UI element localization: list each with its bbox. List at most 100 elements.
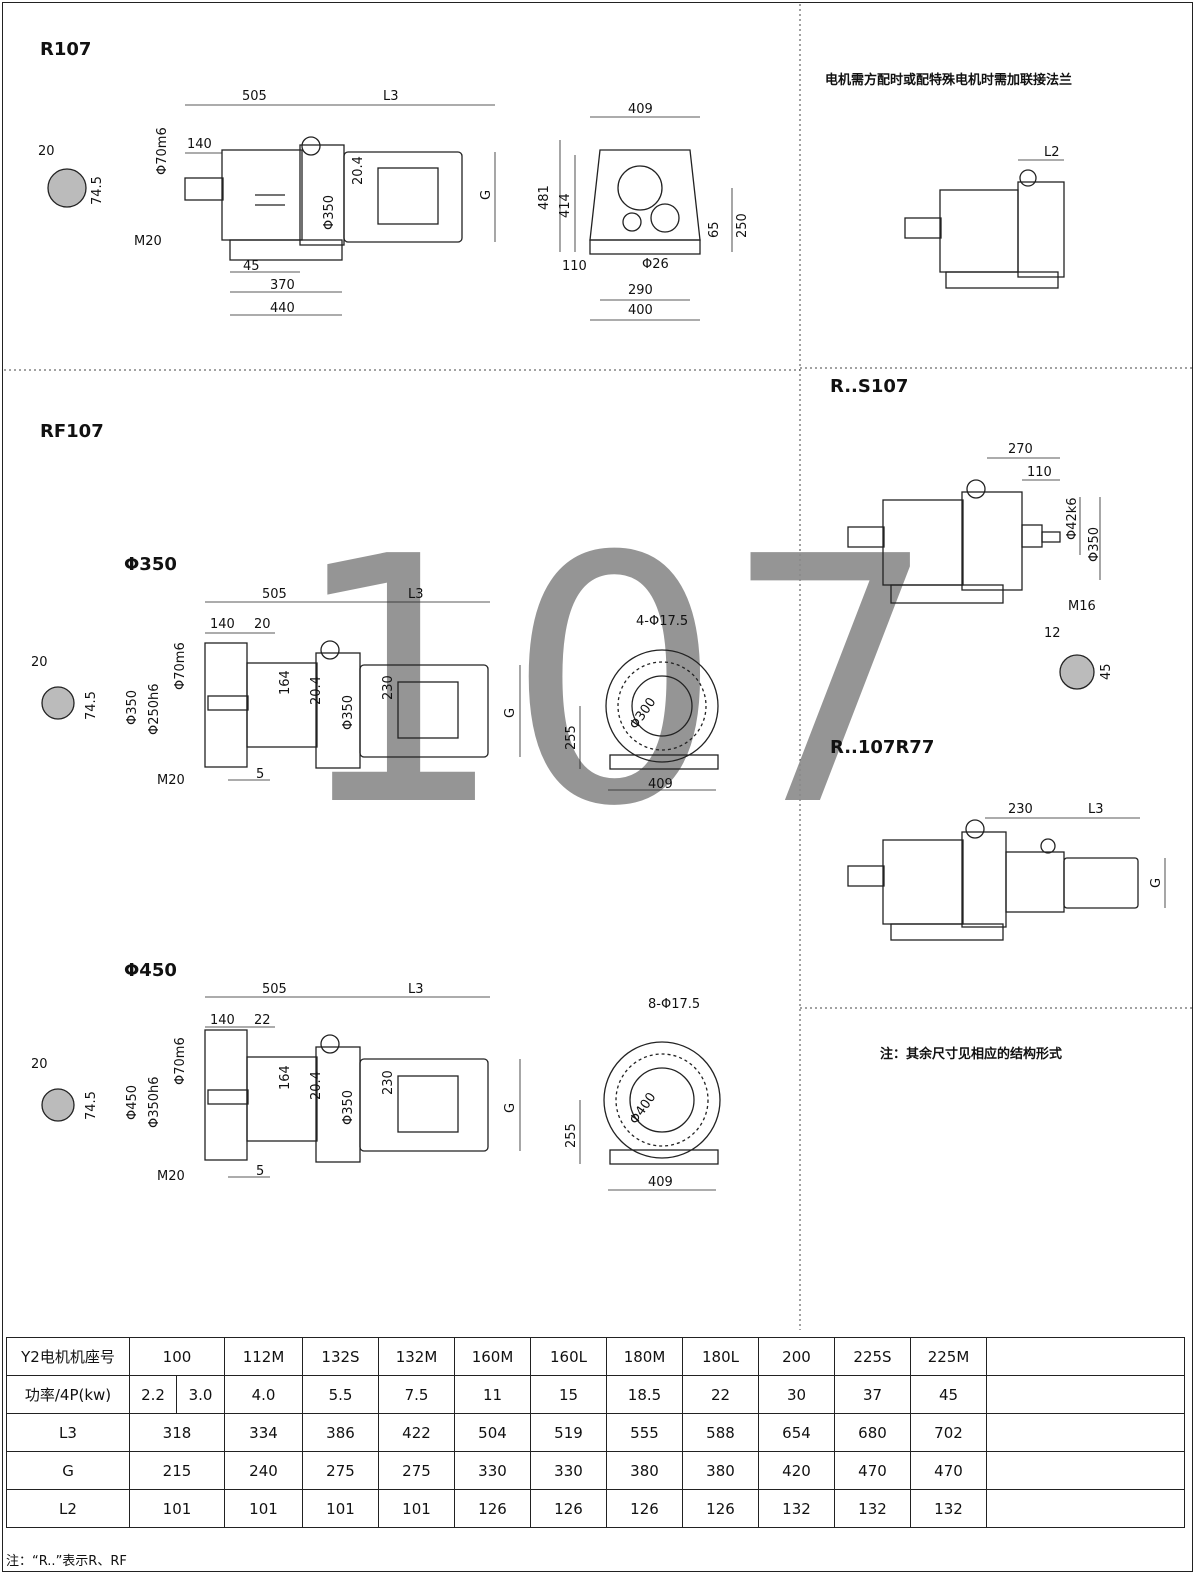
rs107-dim-m16: M16: [1068, 599, 1096, 614]
r107-dim-45: 45: [243, 259, 260, 274]
table-cell: 45: [910, 1375, 987, 1414]
table-row: 功率/4P(kw) 2.2 3.0 4.0 5.5 7.5 11 15 18.5…: [6, 1375, 1185, 1414]
footnote: 注：“R..”表示R、RF: [6, 1554, 127, 1569]
rs107-gear-unit: [847, 479, 1061, 604]
table-cell: 200: [758, 1337, 835, 1376]
flange-note: 电机需方配时或配特殊电机时需加联接法兰: [825, 72, 1072, 88]
rf350-dim-phi350: Φ350: [125, 690, 140, 725]
rf450-dim-phi70m6: Φ70m6: [173, 1037, 188, 1085]
rf350-dim-505: 505: [262, 587, 287, 602]
rf450-dim-255: 255: [564, 1123, 579, 1148]
table-cell: 215: [129, 1451, 225, 1490]
table-cell-empty: [986, 1413, 1185, 1452]
table-cell: 132S: [302, 1337, 379, 1376]
row-label: L2: [6, 1489, 130, 1528]
table-cell: 330: [530, 1451, 607, 1490]
title-rf107: RF107: [40, 421, 104, 442]
table-cell: 5.5: [302, 1375, 379, 1414]
r107r77-dim-lines: [985, 817, 1166, 908]
r107-dim-lines: [185, 104, 496, 316]
table-cell: 126: [530, 1489, 607, 1528]
row-label: 功率/4P(kw): [6, 1375, 130, 1414]
rf450-gear-unit: [204, 1029, 489, 1163]
rf450-shaft-key-section: [41, 1088, 75, 1122]
rs107-dim-phi42k6: Φ42k6: [1065, 497, 1080, 540]
table-cell: 519: [530, 1413, 607, 1452]
r107-dim-phi70m6: Φ70m6: [155, 127, 170, 175]
table-cell: 3.0: [176, 1375, 225, 1414]
table-row: Y2电机机座号 100 112M 132S 132M 160M 160L 180…: [6, 1337, 1185, 1376]
other-dims-note: 注：其余尺寸见相应的结构形式: [880, 1046, 1062, 1062]
table-cell: 380: [682, 1451, 759, 1490]
table-cell: 30: [758, 1375, 835, 1414]
rf450-dim-g: G: [503, 1103, 518, 1113]
table-cell: 11: [454, 1375, 531, 1414]
r107-dim-65: 65: [707, 221, 722, 238]
r107-dim-phi350: Φ350: [322, 195, 337, 230]
table-cell: 240: [224, 1451, 303, 1490]
r107-dim-m20: M20: [134, 234, 162, 249]
rf350-key-20: 20: [31, 655, 48, 670]
rf450-dim-holes: 8-Φ17.5: [648, 997, 700, 1012]
rf450-dim-164: 164: [278, 1065, 293, 1090]
r107r77-gear-unit: [847, 819, 1139, 941]
rs107-dim-phi350: Φ350: [1087, 527, 1102, 562]
rf350-dim-5: 5: [256, 767, 264, 782]
r107-dim-110: 110: [562, 259, 587, 274]
table-cell: 132: [910, 1489, 987, 1528]
rf450-dim-phi350h6: Φ350h6: [147, 1076, 162, 1128]
table-cell: 654: [758, 1413, 835, 1452]
r107-front-view: [589, 149, 701, 255]
table-cell: 318: [129, 1413, 225, 1452]
table-cell: 380: [606, 1451, 683, 1490]
r107-dim-440: 440: [270, 301, 295, 316]
rf450-dim-505: 505: [262, 982, 287, 997]
rf350-flange-face: [605, 649, 719, 770]
row-label: G: [6, 1451, 130, 1490]
rf450-dim-140: 140: [210, 1013, 235, 1028]
table-cell-empty: [986, 1375, 1185, 1414]
r107-dim-370: 370: [270, 278, 295, 293]
title-r107: R107: [40, 39, 91, 60]
r107-key-74-5: 74.5: [90, 176, 105, 205]
rf350-dim-phi350-b: Φ350: [341, 695, 356, 730]
r107-side-view: [184, 136, 463, 261]
table-cell: 132: [834, 1489, 911, 1528]
table-cell: 334: [224, 1413, 303, 1452]
rf450-dim-phi450: Φ450: [125, 1085, 140, 1120]
table-cell: 504: [454, 1413, 531, 1452]
rf450-dim-409: 409: [648, 1175, 673, 1190]
table-cell: 180M: [606, 1337, 683, 1376]
r107-dim-250: 250: [735, 213, 750, 238]
rf450-flange-face: [603, 1041, 721, 1165]
rf450-dim-m20: M20: [157, 1169, 185, 1184]
technical-drawing: 107 R107 RF107 Φ350 Φ450 R..S107 R..107R…: [4, 4, 1192, 1330]
rf350-dim-20: 20: [254, 617, 271, 632]
table-cell: 132M: [378, 1337, 455, 1376]
rf450-dim-20-4: 20.4: [309, 1071, 324, 1100]
table-cell: 588: [682, 1413, 759, 1452]
rf350-dim-164: 164: [278, 670, 293, 695]
rf350-dim-20-4: 20.4: [309, 676, 324, 705]
table-cell: 4.0: [224, 1375, 303, 1414]
table-cell: 555: [606, 1413, 683, 1452]
r107-dim-505: 505: [242, 89, 267, 104]
rf450-key-74-5: 74.5: [84, 1091, 99, 1120]
rf350-dim-m20: M20: [157, 773, 185, 788]
flange-dim-l2: L2: [1044, 145, 1060, 160]
table-cell: 18.5: [606, 1375, 683, 1414]
table-cell: 126: [606, 1489, 683, 1528]
rf450-dim-phi350-b: Φ350: [341, 1090, 356, 1125]
table-cell: 275: [378, 1451, 455, 1490]
r107-dim-400: 400: [628, 303, 653, 318]
rf450-dim-lines: [205, 996, 521, 1178]
row-label: L3: [6, 1413, 130, 1452]
table-cell: 225M: [910, 1337, 987, 1376]
rf350-key-74-5: 74.5: [84, 691, 99, 720]
r107-dim-414: 414: [558, 193, 573, 218]
rf350-dim-g: G: [503, 708, 518, 718]
table-cell-empty: [986, 1489, 1185, 1528]
table-cell: 225S: [834, 1337, 911, 1376]
r107-dim-g: G: [479, 190, 494, 200]
row-label: Y2电机机座号: [6, 1337, 130, 1376]
